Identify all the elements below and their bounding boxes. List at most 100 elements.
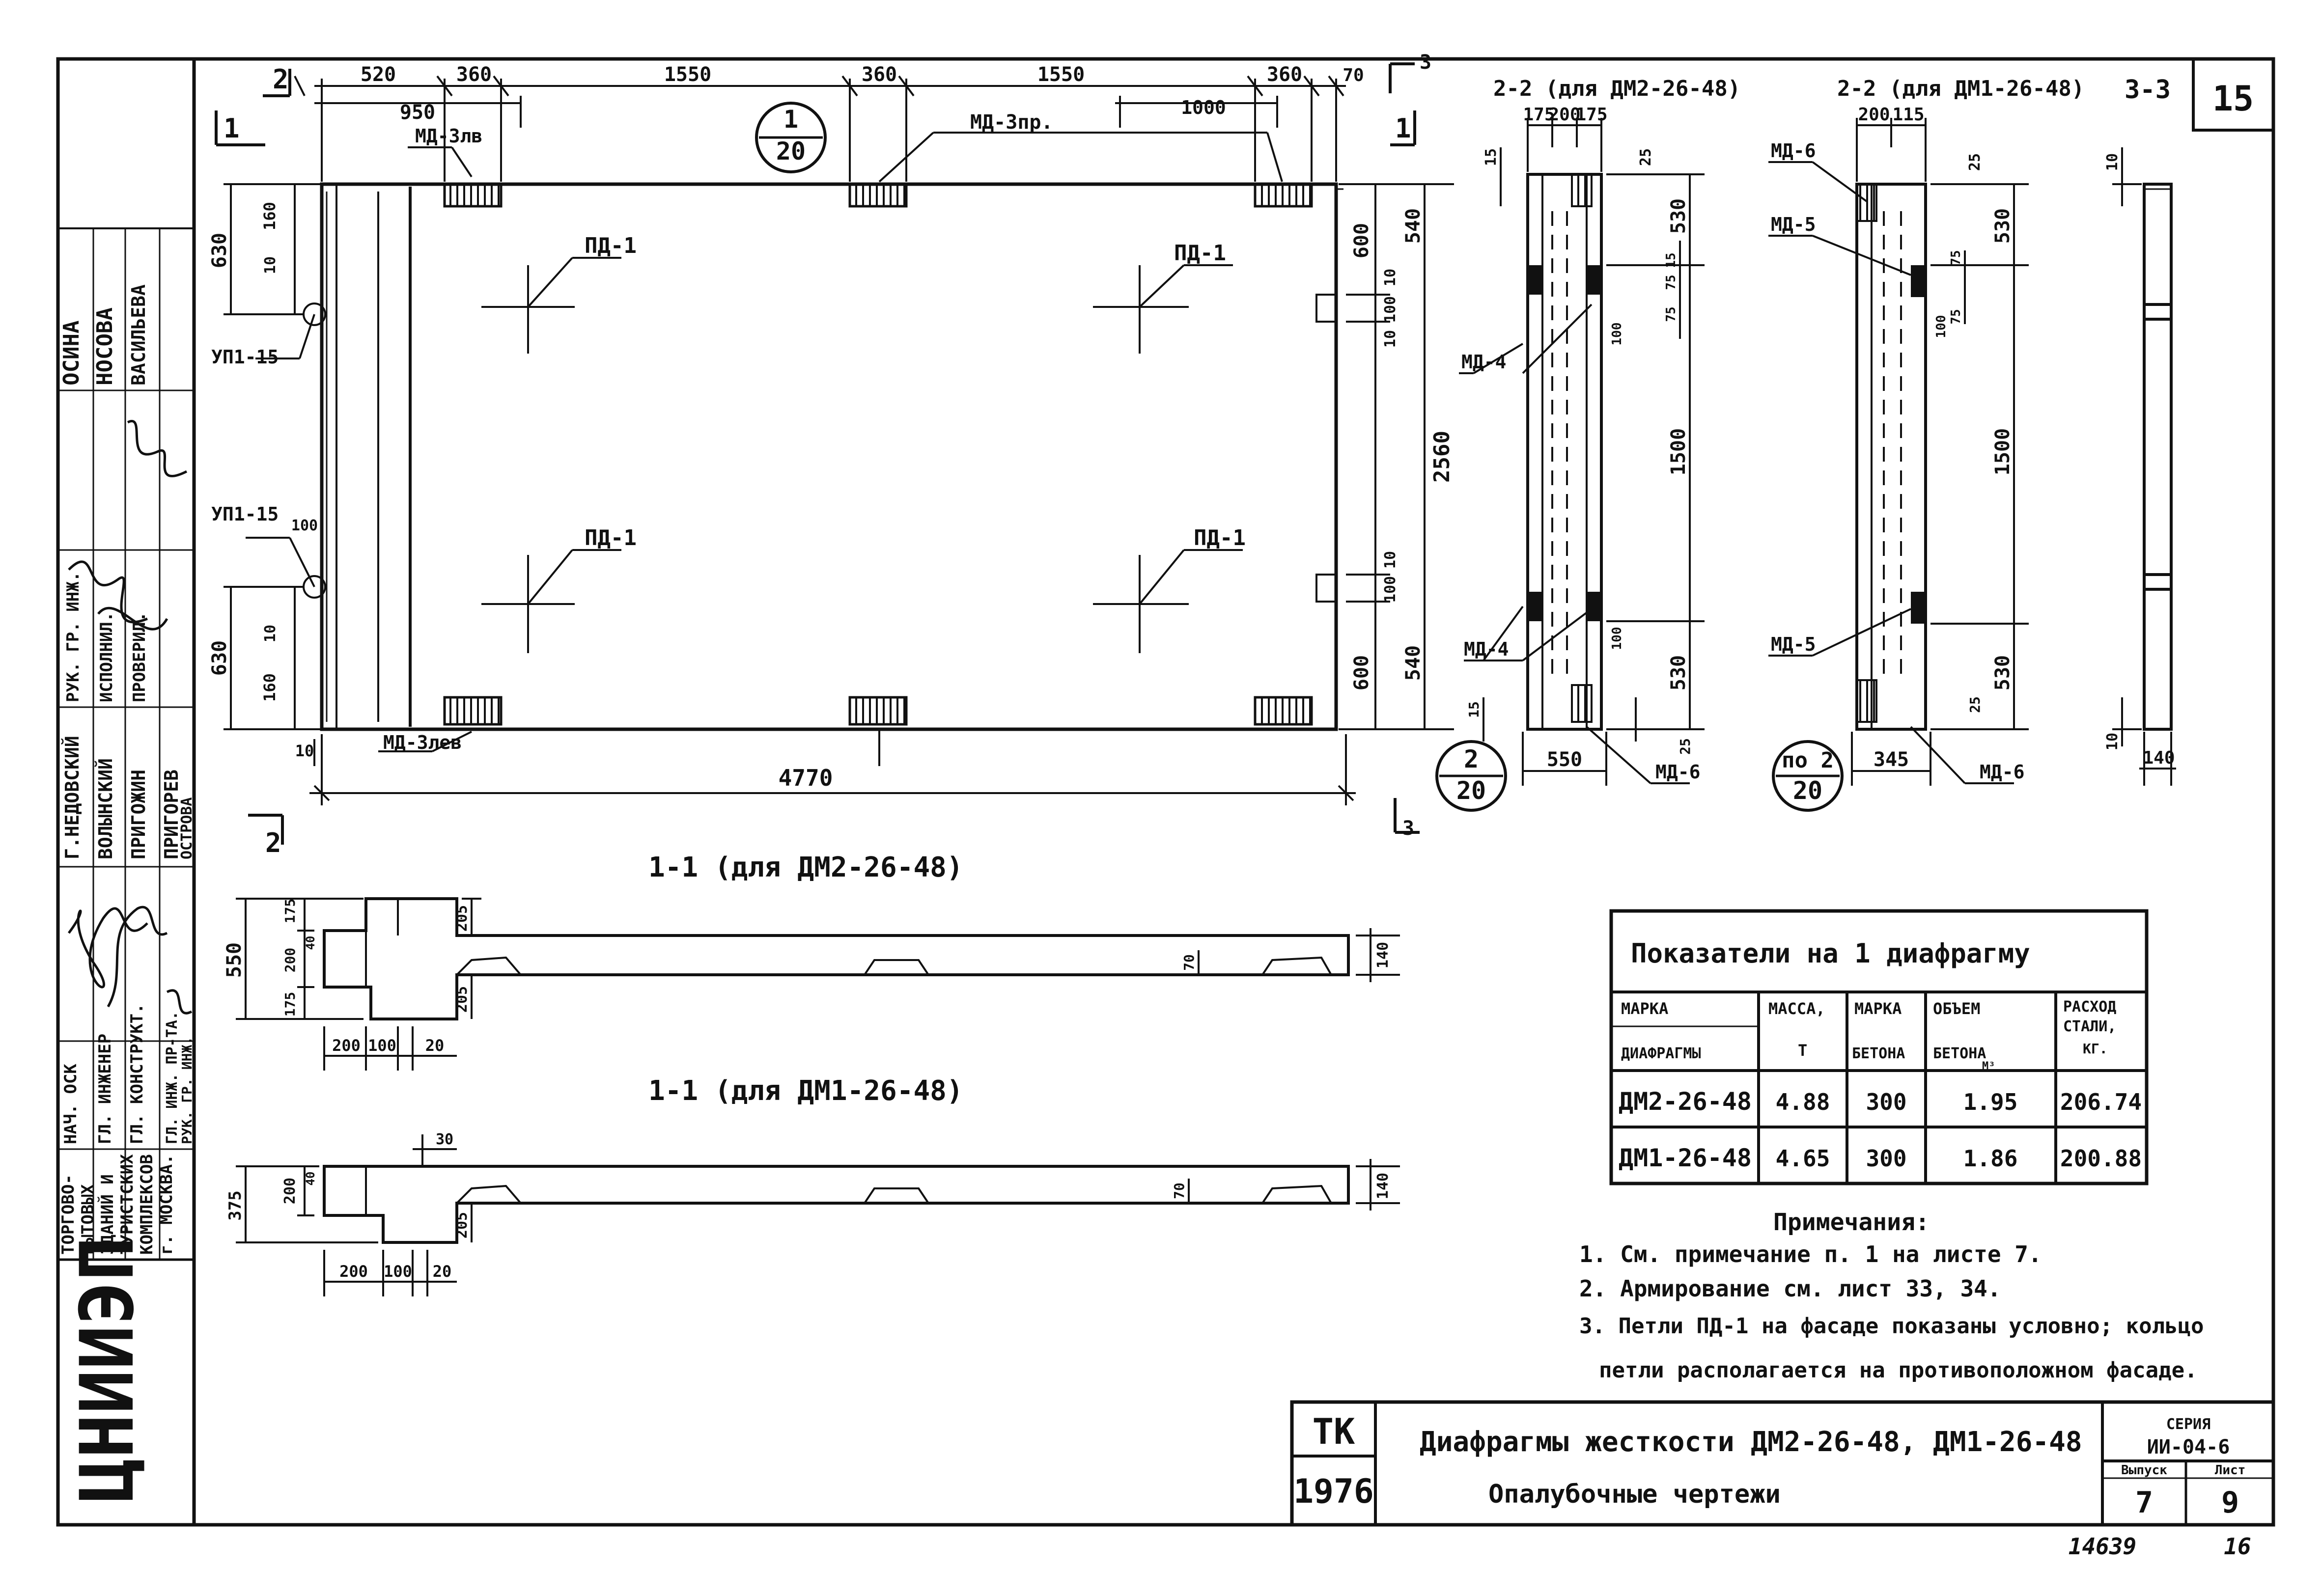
table-cell: ДМ1-26-48 <box>1619 1144 1752 1172</box>
table-cell: 4.65 <box>1776 1145 1830 1172</box>
section-title: 2-2 (для ДМ1-26-48) <box>1837 76 2084 101</box>
dim-label: 520 <box>361 63 396 86</box>
sheet-value: 9 <box>2221 1486 2239 1520</box>
elevation-outline <box>320 182 1338 731</box>
dim-label: 100 <box>1610 323 1624 346</box>
dim-label: 100 <box>1382 576 1399 603</box>
name-label: ВОЛЫНСКИЙ <box>95 758 116 859</box>
dim-label: 175 <box>1523 105 1555 125</box>
dim-label: 140 <box>2143 748 2175 768</box>
dim-label: 530 <box>1991 655 2014 690</box>
section-title: 3-3 <box>2125 75 2171 105</box>
dim-label: 200 <box>332 1036 361 1055</box>
dim-label: 1500 <box>1667 428 1690 475</box>
dim-label: 25 <box>1967 696 1983 713</box>
dim-label: 600 <box>1350 655 1373 690</box>
table-cell: 1.95 <box>1963 1089 2018 1115</box>
section-2-2-dm2: 2-2 (для ДМ2-26-48) <box>1435 76 1740 812</box>
dim-label: 630 <box>208 233 231 268</box>
dim-label: 175 <box>1575 105 1607 125</box>
sheet-frame: 15 <box>56 57 2275 1527</box>
note-item: петли располагается на противоположном ф… <box>1599 1358 2198 1383</box>
role-label: РУК. ГР. ИНЖ. <box>179 1037 195 1144</box>
dim-label: 10 <box>1382 551 1399 569</box>
pd1-label: ПД-1 <box>1174 241 1226 266</box>
dim-label: 30 <box>436 1131 453 1148</box>
role-label: ГЛ. КОНСТРУКТ. <box>127 1003 147 1144</box>
notes: Примечания: 1. См. примечание п. 1 на ли… <box>1579 1209 2204 1383</box>
role-label: РУК. ГР. ИНЖ. <box>63 572 83 702</box>
dim-label: 40 <box>304 1172 317 1186</box>
sheet-number: 15 <box>2212 79 2254 119</box>
side-stamp: ЦНИИЭП ТОРГОВО- БЫТОВЫХ ЗДАНИЙ И ТУРИСТС… <box>58 227 196 1503</box>
dim-label: 100 <box>1610 627 1624 650</box>
dim-label: 10 <box>1382 269 1399 286</box>
section-2-2-dm1: 2-2 (для ДМ1-26-48) <box>1768 76 2084 812</box>
dim-label: 25 <box>1677 738 1693 755</box>
dim-label: 950 <box>400 101 435 124</box>
archive-stamp: 14639 <box>2069 1533 2136 1560</box>
role-label: ИСПОЛНИЛ. <box>97 612 116 702</box>
dim-label: 540 <box>1402 208 1425 244</box>
table-cell: 300 <box>1866 1089 1906 1115</box>
scale-bottom: 20 <box>1456 776 1486 805</box>
name-label: ПРИГОЖИН <box>128 770 149 859</box>
scale-circle <box>1772 740 1844 812</box>
table-header: КГ. <box>2083 1041 2108 1057</box>
dim-label: 200 <box>1858 105 1890 125</box>
org-line: г. МОСКВА. <box>157 1154 176 1255</box>
dim-label: 360 <box>1267 63 1302 86</box>
md-label: МД-5 <box>1771 633 1816 655</box>
section-title: 1-1 (для ДМ2-26-48) <box>648 852 963 883</box>
dim-label: 540 <box>1402 645 1425 681</box>
scale-top: по 2 <box>1782 748 1834 773</box>
pd1-label: ПД-1 <box>585 525 637 550</box>
md-label: МД-5 <box>1771 214 1816 235</box>
name-label: НОСОВА <box>92 307 117 385</box>
dim-label: 100 <box>1934 315 1949 338</box>
table-header: БЕТОНА <box>1933 1045 1986 1062</box>
table-cell: ДМ2-26-48 <box>1619 1087 1752 1116</box>
tk-label: ТК <box>1313 1411 1355 1452</box>
dim-label: 200 <box>1548 105 1580 125</box>
cut-mark: 1 <box>1395 113 1411 144</box>
dim-label: 40 <box>304 936 317 950</box>
dim-label: 10 <box>295 742 314 760</box>
dim-label: 100 <box>291 517 318 534</box>
org-line: ТОРГОВО- <box>58 1174 78 1255</box>
title-block: ТК 1976 Диафрагмы жесткости ДМ2-26-48, Д… <box>1290 1400 2275 1527</box>
cut-mark: 2 <box>273 64 289 95</box>
dim-label: 200 <box>281 1178 299 1204</box>
table-header: Т <box>1798 1041 1807 1060</box>
dim-label: 20 <box>425 1036 445 1055</box>
title-line2: Опалубочные чертежи <box>1488 1480 1781 1509</box>
issue-label: Выпуск <box>2121 1463 2167 1478</box>
sheet-label: Лист <box>2215 1463 2246 1478</box>
org-line: БЫТОВЫХ <box>78 1184 98 1255</box>
series-value: ИИ-04-6 <box>2147 1436 2230 1458</box>
name-label: ОСИНА <box>59 321 84 385</box>
note-item: 1. См. примечание п. 1 на листе 7. <box>1579 1241 2042 1267</box>
md-label: МД-6 <box>1980 761 2025 783</box>
md3-label: МД-3пр. <box>970 111 1053 134</box>
cut-mark: 3 <box>1420 51 1431 74</box>
series-label: СЕРИЯ <box>2166 1416 2210 1433</box>
dim-label: 530 <box>1991 208 2014 244</box>
table-cell: 206.74 <box>2060 1089 2142 1115</box>
section-3-3: 3-3 10 10 140 <box>2104 75 2176 786</box>
dim-label: 100 <box>384 1262 412 1281</box>
dim-label: 530 <box>1667 655 1690 690</box>
dim-label: 10 <box>262 256 279 274</box>
dim-label: 15 <box>1664 252 1679 268</box>
scale-top: 1 <box>783 105 798 134</box>
dim-label: 15 <box>1483 148 1500 166</box>
table-header: РАСХОД <box>2063 998 2116 1016</box>
dim-label: 550 <box>1547 748 1582 771</box>
table-header: ДИАФРАГМЫ <box>1621 1045 1701 1062</box>
table-cell: 4.88 <box>1776 1089 1830 1115</box>
dim-label: 550 <box>223 942 246 978</box>
dim-label: 15 <box>1466 701 1482 718</box>
dim-label: 10 <box>262 625 279 642</box>
table-header: М³ <box>1982 1060 1995 1073</box>
